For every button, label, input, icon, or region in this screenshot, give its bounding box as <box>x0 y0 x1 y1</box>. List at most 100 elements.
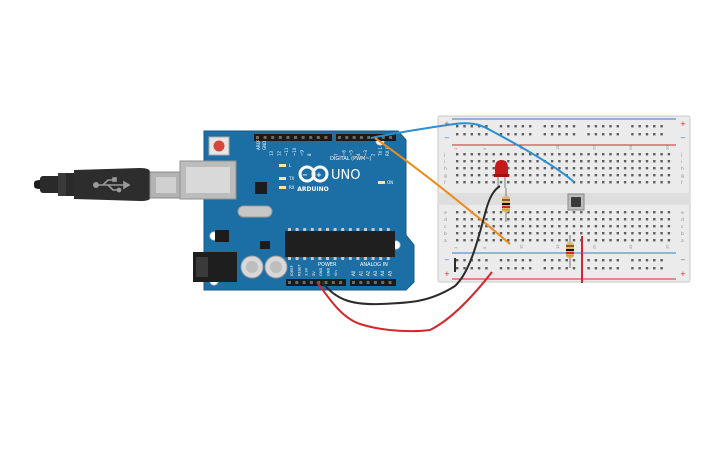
breadboard-hole[interactable] <box>492 211 495 214</box>
breadboard-hole[interactable] <box>543 174 546 177</box>
rail-hole[interactable] <box>529 259 532 262</box>
header-hole[interactable] <box>317 281 321 284</box>
breadboard-hole[interactable] <box>521 225 525 228</box>
breadboard-hole[interactable] <box>492 218 495 221</box>
breadboard-hole[interactable] <box>529 218 532 221</box>
breadboard-hole[interactable] <box>667 181 671 184</box>
rail-hole[interactable] <box>543 133 546 136</box>
breadboard-hole[interactable] <box>521 211 525 214</box>
breadboard-hole[interactable] <box>594 211 598 214</box>
breadboard-hole[interactable] <box>653 174 656 177</box>
breadboard-hole[interactable] <box>456 225 459 228</box>
rail-hole[interactable] <box>529 125 532 128</box>
breadboard-hole[interactable] <box>529 174 532 177</box>
breadboard-hole[interactable] <box>565 232 568 235</box>
header-hole[interactable] <box>271 136 275 139</box>
header-hole[interactable] <box>359 136 363 139</box>
breadboard-hole[interactable] <box>558 153 561 156</box>
black-wire[interactable] <box>321 185 501 306</box>
breadboard-hole[interactable] <box>514 218 517 221</box>
breadboard-hole[interactable] <box>507 225 510 228</box>
rail-hole[interactable] <box>485 259 488 262</box>
breadboard-hole[interactable] <box>470 218 473 221</box>
breadboard-hole[interactable] <box>616 218 619 221</box>
breadboard-hole[interactable] <box>470 153 473 156</box>
breadboard-hole[interactable] <box>521 232 525 235</box>
breadboard-hole[interactable] <box>565 225 568 228</box>
breadboard-hole[interactable] <box>660 239 663 242</box>
breadboard-hole[interactable] <box>587 218 590 221</box>
breadboard-hole[interactable] <box>667 160 671 163</box>
breadboard-hole[interactable] <box>550 232 554 235</box>
rail-hole[interactable] <box>463 259 466 262</box>
header-hole[interactable] <box>309 281 313 284</box>
breadboard-hole[interactable] <box>653 239 656 242</box>
breadboard-hole[interactable] <box>550 160 554 163</box>
rail-hole[interactable] <box>660 267 663 270</box>
rail-hole[interactable] <box>558 267 561 270</box>
breadboard-hole[interactable] <box>667 225 671 228</box>
rail-hole[interactable] <box>565 133 568 136</box>
rail-hole[interactable] <box>660 259 663 262</box>
breadboard-hole[interactable] <box>594 181 598 184</box>
rail-hole[interactable] <box>529 267 532 270</box>
red-wire[interactable] <box>316 271 493 333</box>
pushbutton[interactable] <box>567 193 585 211</box>
breadboard-hole[interactable] <box>645 218 649 221</box>
rail-hole[interactable] <box>653 259 656 262</box>
breadboard-hole[interactable] <box>653 153 656 156</box>
breadboard-hole[interactable] <box>667 232 671 235</box>
breadboard-hole[interactable] <box>645 153 649 156</box>
breadboard-hole[interactable] <box>631 160 634 163</box>
breadboard-hole[interactable] <box>558 160 561 163</box>
breadboard-hole[interactable] <box>594 174 598 177</box>
breadboard-hole[interactable] <box>507 232 510 235</box>
breadboard-hole[interactable] <box>507 239 510 242</box>
breadboard-hole[interactable] <box>456 211 459 214</box>
breadboard-hole[interactable] <box>550 167 554 170</box>
breadboard-hole[interactable] <box>602 160 605 163</box>
breadboard-hole[interactable] <box>594 218 598 221</box>
rail-hole[interactable] <box>550 259 554 262</box>
breadboard-hole[interactable] <box>550 174 554 177</box>
breadboard-hole[interactable] <box>456 239 459 242</box>
breadboard-hole[interactable] <box>514 232 517 235</box>
rail-hole[interactable] <box>638 259 641 262</box>
breadboard-hole[interactable] <box>492 160 495 163</box>
rail-hole[interactable] <box>609 133 612 136</box>
rail-hole[interactable] <box>572 133 576 136</box>
breadboard-hole[interactable] <box>507 167 510 170</box>
breadboard-hole[interactable] <box>623 232 627 235</box>
rail-hole[interactable] <box>499 259 503 262</box>
breadboard-hole[interactable] <box>565 211 568 214</box>
breadboard-hole[interactable] <box>616 239 619 242</box>
breadboard-hole[interactable] <box>456 218 459 221</box>
breadboard-hole[interactable] <box>463 174 466 177</box>
breadboard-hole[interactable] <box>521 181 525 184</box>
rail-hole[interactable] <box>477 133 481 136</box>
breadboard-hole[interactable] <box>667 239 671 242</box>
breadboard-hole[interactable] <box>609 211 612 214</box>
breadboard-hole[interactable] <box>602 225 605 228</box>
breadboard-hole[interactable] <box>543 153 546 156</box>
breadboard-hole[interactable] <box>521 167 525 170</box>
rail-hole[interactable] <box>653 133 656 136</box>
breadboard-hole[interactable] <box>499 181 503 184</box>
breadboard-hole[interactable] <box>616 167 619 170</box>
breadboard-hole[interactable] <box>572 225 576 228</box>
rail-hole[interactable] <box>638 267 641 270</box>
header-hole[interactable] <box>324 136 328 139</box>
breadboard-hole[interactable] <box>536 153 539 156</box>
breadboard-hole[interactable] <box>463 232 466 235</box>
breadboard-hole[interactable] <box>587 153 590 156</box>
breadboard-hole[interactable] <box>485 153 488 156</box>
breadboard-hole[interactable] <box>477 174 481 177</box>
breadboard-hole[interactable] <box>558 174 561 177</box>
rail-hole[interactable] <box>477 259 481 262</box>
breadboard-hole[interactable] <box>616 160 619 163</box>
breadboard-hole[interactable] <box>645 232 649 235</box>
rail-hole[interactable] <box>507 133 510 136</box>
breadboard-hole[interactable] <box>499 153 503 156</box>
rail-hole[interactable] <box>514 125 517 128</box>
header-hole[interactable] <box>359 281 363 284</box>
